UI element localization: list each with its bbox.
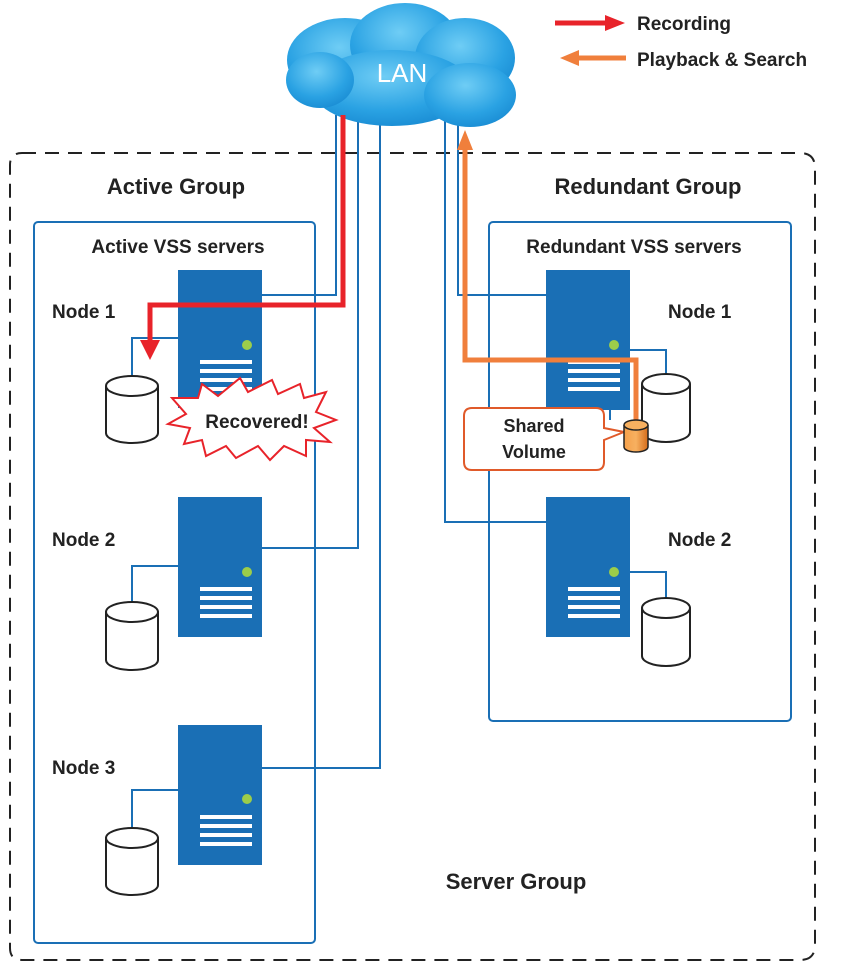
active-node3-label: Node 3: [52, 758, 115, 779]
legend-playback-label: Playback & Search: [637, 50, 807, 71]
recording-path: [140, 115, 346, 360]
active-server-2: [178, 497, 262, 637]
link-redundant-node1: [457, 115, 546, 296]
server-group-label: Server Group: [446, 869, 587, 894]
active-server-1: [178, 270, 262, 408]
shared-volume-callout: Shared Volume: [463, 407, 628, 471]
recovered-callout: Recovered!: [165, 376, 339, 462]
link-redundant-node2: [444, 115, 546, 523]
redundant-server-2: [546, 497, 630, 637]
status-led-icon: [609, 567, 619, 577]
active-vss-title: Active VSS servers: [91, 237, 264, 258]
disk-icon: [641, 597, 691, 667]
link-active-node2: [262, 115, 359, 549]
redundant-node2-label: Node 2: [668, 530, 731, 551]
status-led-icon: [242, 794, 252, 804]
legend-playback-arrow: [560, 50, 579, 66]
active-server-3: [178, 725, 262, 865]
status-led-icon: [609, 340, 619, 350]
server-group-border: [9, 152, 816, 961]
link-active-node1: [262, 115, 337, 296]
redundant-group-title: Redundant Group: [555, 174, 742, 199]
recovered-label: Recovered!: [205, 412, 309, 433]
redundant-server-1: [546, 270, 630, 410]
disk-icon: [105, 375, 159, 444]
shared-volume-line2: Volume: [502, 442, 566, 462]
disk-icon: [105, 601, 159, 671]
lan-cloud: LAN: [286, 3, 516, 127]
disk-icon: [105, 827, 159, 896]
active-vss-box: [33, 221, 316, 944]
legend-recording-arrow: [605, 15, 625, 31]
playback-path: [457, 130, 639, 420]
active-group-title: Active Group: [107, 174, 245, 199]
disk-icon: [641, 373, 691, 443]
link-active-node3: [262, 115, 381, 769]
legend: Recording Playback & Search: [555, 14, 807, 71]
legend-recording-label: Recording: [637, 14, 731, 35]
active-node1-label: Node 1: [52, 302, 116, 323]
redundant-node1-label: Node 1: [668, 302, 732, 323]
lan-links: [262, 115, 611, 769]
status-led-icon: [242, 340, 252, 350]
active-node2-label: Node 2: [52, 530, 115, 551]
redundant-vss-box: [488, 221, 792, 722]
shared-volume-icon: [623, 419, 649, 453]
shared-volume-line1: Shared: [503, 416, 564, 436]
recording-arrowhead-icon: [140, 340, 160, 360]
redundant-vss-title: Redundant VSS servers: [526, 237, 741, 258]
playback-arrowhead-icon: [457, 130, 473, 150]
lan-label: LAN: [377, 58, 428, 88]
status-led-icon: [242, 567, 252, 577]
